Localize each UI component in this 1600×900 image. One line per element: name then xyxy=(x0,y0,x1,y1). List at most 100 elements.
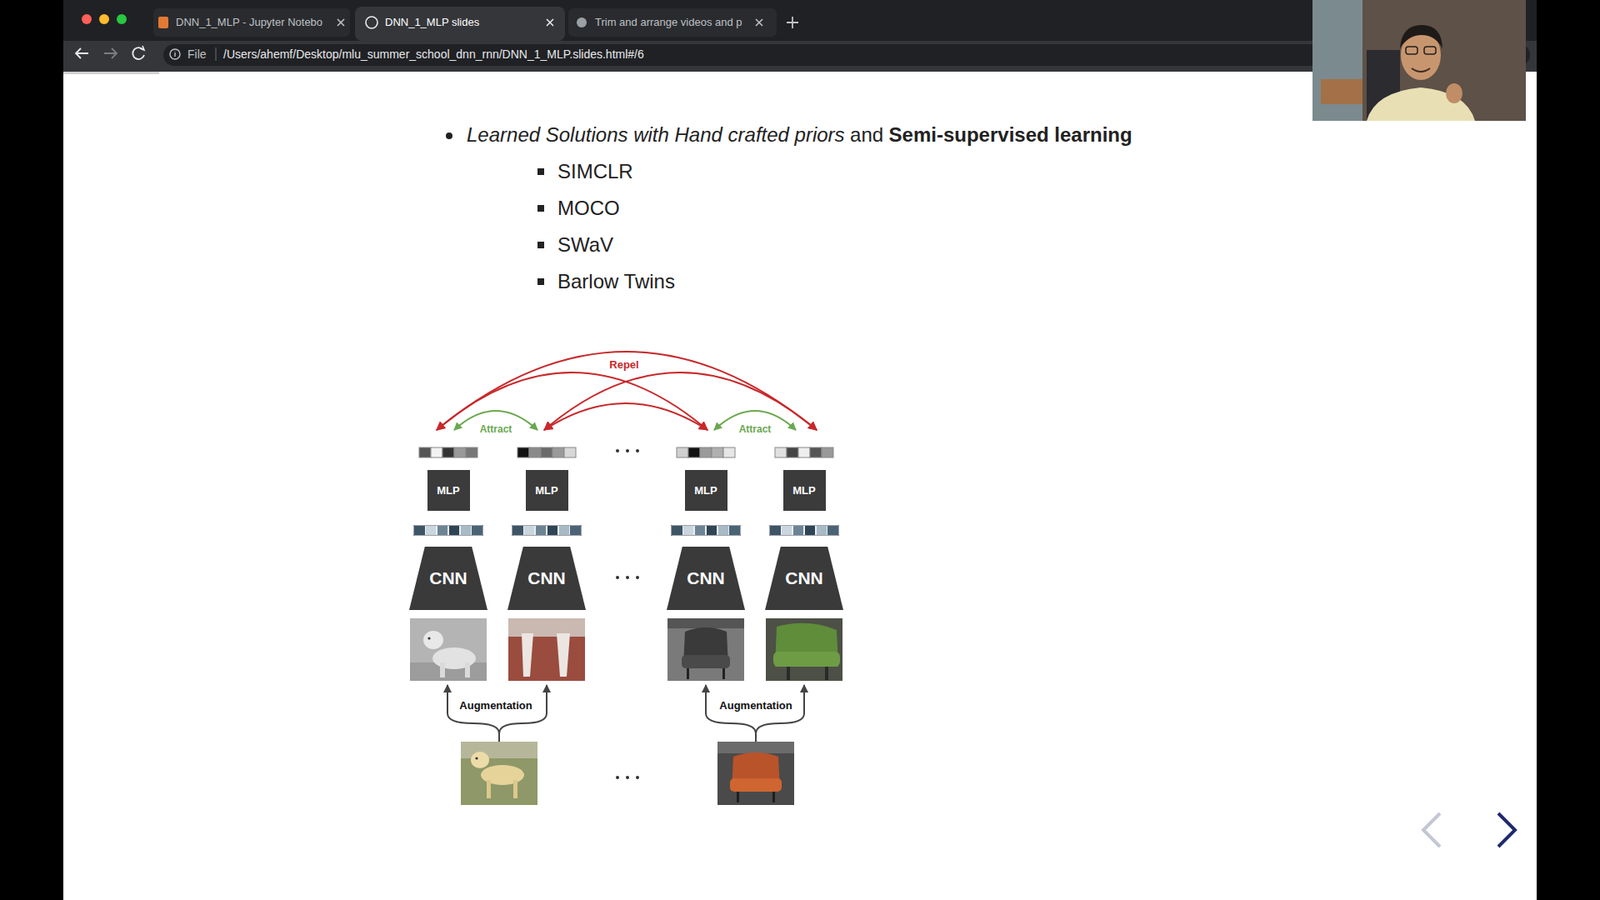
browser-tab xyxy=(153,8,350,37)
vector-cell xyxy=(540,447,553,458)
dog-photo-grey xyxy=(410,618,487,681)
dog-eye xyxy=(475,756,478,760)
list-item: Barlow Twins xyxy=(557,270,675,294)
trapezoid-fill xyxy=(507,546,586,610)
bullet-square xyxy=(537,241,545,249)
dog-head xyxy=(423,630,444,650)
vector-cell xyxy=(711,447,724,458)
node-label: CNN xyxy=(686,568,725,589)
vector-cell xyxy=(454,447,466,458)
augmentation-arrow xyxy=(705,685,756,742)
bullet-text-bold: Semi-supervised learning xyxy=(889,123,1133,147)
attract-label: Attract xyxy=(736,424,775,436)
webcam-feed xyxy=(1312,0,1526,121)
webcam-shelf xyxy=(1320,79,1363,105)
node-label: MLP xyxy=(436,484,460,497)
browser-tab xyxy=(568,8,777,37)
dot xyxy=(615,449,620,453)
chair-leg xyxy=(736,791,740,803)
vector-cell xyxy=(552,447,565,458)
dog-belly xyxy=(508,618,585,637)
trapezoid-fill xyxy=(666,546,745,610)
mlp-box: MLP xyxy=(427,470,470,511)
embedding-vector xyxy=(676,447,735,458)
repel-arrow xyxy=(436,372,708,430)
dog-photo xyxy=(460,741,538,805)
list-item: SWaV xyxy=(557,233,614,257)
dog-leg xyxy=(486,780,491,799)
cnn-trapezoid: CNN xyxy=(765,546,844,610)
list-item: MOCO xyxy=(557,196,620,220)
photo-ground xyxy=(717,741,795,805)
bullet-square xyxy=(537,168,545,175)
representation-vector xyxy=(413,525,484,536)
chair-leg xyxy=(772,791,775,803)
node-label: CNN xyxy=(785,568,824,589)
chair-photo-green xyxy=(765,618,843,681)
node-label: MLP xyxy=(694,484,717,497)
person-glasses xyxy=(1405,46,1418,55)
nav-next xyxy=(1498,813,1515,847)
dot xyxy=(625,575,630,580)
bullet-square xyxy=(537,205,545,212)
tab-title: Trim and arrange videos and p xyxy=(595,16,743,30)
repel-arrow xyxy=(544,372,817,430)
vector-cell xyxy=(798,447,810,458)
vector-cell xyxy=(700,447,712,458)
mlp-box: MLP xyxy=(783,470,826,511)
embedding-vector xyxy=(775,447,834,458)
webcam-wall xyxy=(1312,0,1363,121)
window-button xyxy=(81,14,92,25)
tab-title: DNN_1_MLP - Jupyter Notebo xyxy=(175,16,323,30)
repel-arrow xyxy=(544,403,708,430)
dot xyxy=(635,575,640,580)
chair-leg xyxy=(686,668,690,680)
augmentation-label: Augmentation xyxy=(456,700,535,713)
chair-seat xyxy=(730,778,782,792)
window-button xyxy=(99,14,110,25)
person-hand xyxy=(1445,83,1463,104)
window-button xyxy=(116,14,127,25)
chair-leg xyxy=(786,666,790,680)
vector-cell xyxy=(529,447,541,458)
dog-leg xyxy=(521,633,534,677)
tab-icon xyxy=(158,16,169,29)
forward-button xyxy=(104,48,117,59)
photo-ground xyxy=(460,741,538,805)
url-scheme: File xyxy=(187,47,207,61)
vector-cell xyxy=(688,447,700,458)
vector-cell xyxy=(517,447,530,458)
person-hair xyxy=(1400,25,1443,49)
representation-vector xyxy=(511,525,582,536)
vector-cell xyxy=(810,447,822,458)
chair-seat xyxy=(681,655,730,669)
bullet-text: and xyxy=(850,123,884,147)
embedding-vector xyxy=(517,447,576,458)
person-glasses xyxy=(1424,46,1436,55)
mlp-box: MLP xyxy=(685,470,728,511)
info-icon xyxy=(170,49,180,60)
vector-cell xyxy=(564,447,576,458)
dot xyxy=(635,775,640,780)
vector-cell xyxy=(821,447,834,458)
dog-photo-crop xyxy=(508,618,585,681)
repel-label: Repel xyxy=(606,359,641,372)
person-beard xyxy=(1411,68,1430,72)
tab-title: DNN_1_MLP slides xyxy=(385,16,480,30)
vector-cell xyxy=(419,447,431,458)
chair-leg xyxy=(722,668,725,680)
cnn-trapezoid: CNN xyxy=(409,546,488,610)
embedding-vector xyxy=(419,447,478,458)
slide-ground xyxy=(63,71,1537,900)
bullet-text: Learned Solutions with Hand crafted prio… xyxy=(466,123,845,147)
ellipsis xyxy=(615,449,640,780)
new-tab-button xyxy=(786,16,799,29)
chair-seat xyxy=(773,651,840,667)
info-icon xyxy=(174,50,175,57)
progress-bar xyxy=(63,71,160,75)
dog-eye xyxy=(427,636,430,640)
dot xyxy=(635,449,640,453)
dot xyxy=(615,575,620,580)
vector-cell xyxy=(430,447,443,458)
dot xyxy=(625,449,630,453)
